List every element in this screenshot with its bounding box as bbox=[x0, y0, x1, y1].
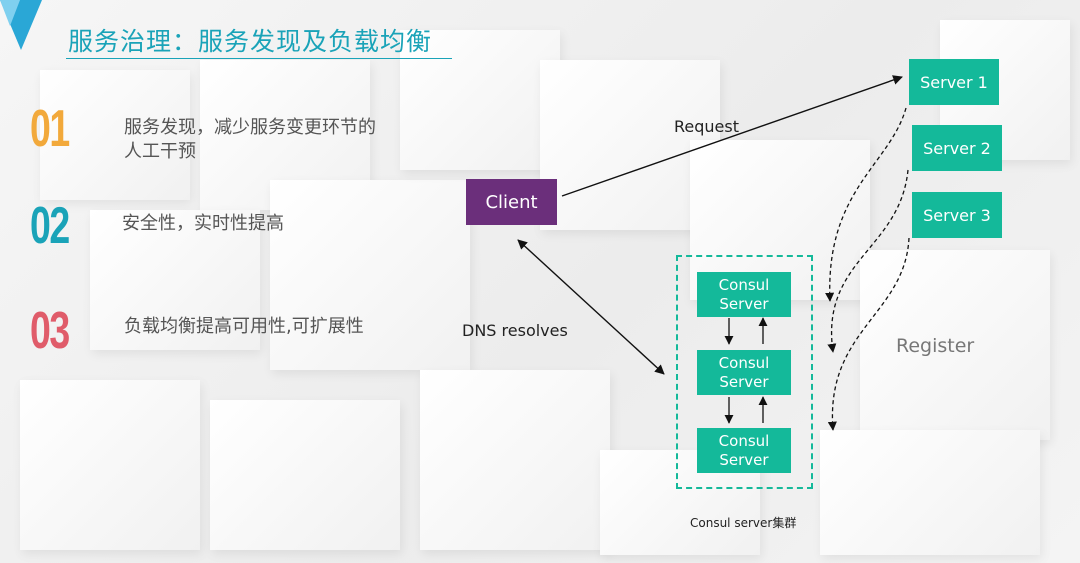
consul-node-line1: Consul bbox=[718, 353, 770, 372]
bg-tile bbox=[20, 380, 200, 550]
consul-node-line2: Server bbox=[719, 450, 769, 469]
bg-tile bbox=[90, 210, 260, 350]
point-text-3: 负载均衡提高可用性,可扩展性 bbox=[124, 316, 364, 337]
slide-title: 服务治理：服务发现及负载均衡 bbox=[68, 27, 433, 56]
consul-node-line2: Server bbox=[719, 294, 769, 313]
register-label: Register bbox=[896, 335, 975, 357]
point-number-3: 03 bbox=[30, 302, 70, 360]
consul-server-node-3: Consul Server bbox=[697, 428, 791, 473]
register-arrow-server2 bbox=[827, 169, 909, 353]
register-arrow-server3 bbox=[827, 237, 910, 431]
title-underline bbox=[66, 58, 452, 59]
server-node-2: Server 2 bbox=[912, 125, 1002, 171]
bg-tile bbox=[860, 250, 1050, 440]
bg-tile bbox=[400, 30, 560, 170]
logo-triangle-icon bbox=[0, 0, 42, 50]
point-text-1: 服务发现，减少服务变更环节的人工干预 bbox=[124, 117, 376, 162]
consul-server-node-2: Consul Server bbox=[697, 350, 791, 395]
consul-node-line2: Server bbox=[719, 372, 769, 391]
dns-resolves-label: DNS resolves bbox=[462, 321, 568, 340]
register-arrow-server1 bbox=[825, 107, 907, 302]
point-number-1: 01 bbox=[30, 100, 70, 158]
client-node: Client bbox=[466, 179, 557, 225]
bg-tile bbox=[40, 70, 190, 200]
point-number-2: 02 bbox=[30, 197, 70, 255]
bg-tile bbox=[210, 400, 400, 550]
dns-arrow bbox=[517, 239, 665, 375]
server-node-1: Server 1 bbox=[909, 59, 999, 105]
consul-cluster-boundary bbox=[676, 255, 813, 489]
bg-tile bbox=[420, 370, 610, 550]
consul-node-line1: Consul bbox=[718, 431, 770, 450]
consul-server-node-1: Consul Server bbox=[697, 272, 791, 317]
point-text-2: 安全性，实时性提高 bbox=[122, 213, 284, 234]
consul-cluster-label: Consul server集群 bbox=[690, 516, 797, 530]
request-label: Request bbox=[674, 117, 739, 136]
bg-tile bbox=[820, 430, 1040, 555]
consul-node-line1: Consul bbox=[718, 275, 770, 294]
bg-tile bbox=[270, 180, 470, 370]
server-node-3: Server 3 bbox=[912, 192, 1002, 238]
request-arrow bbox=[561, 75, 903, 197]
